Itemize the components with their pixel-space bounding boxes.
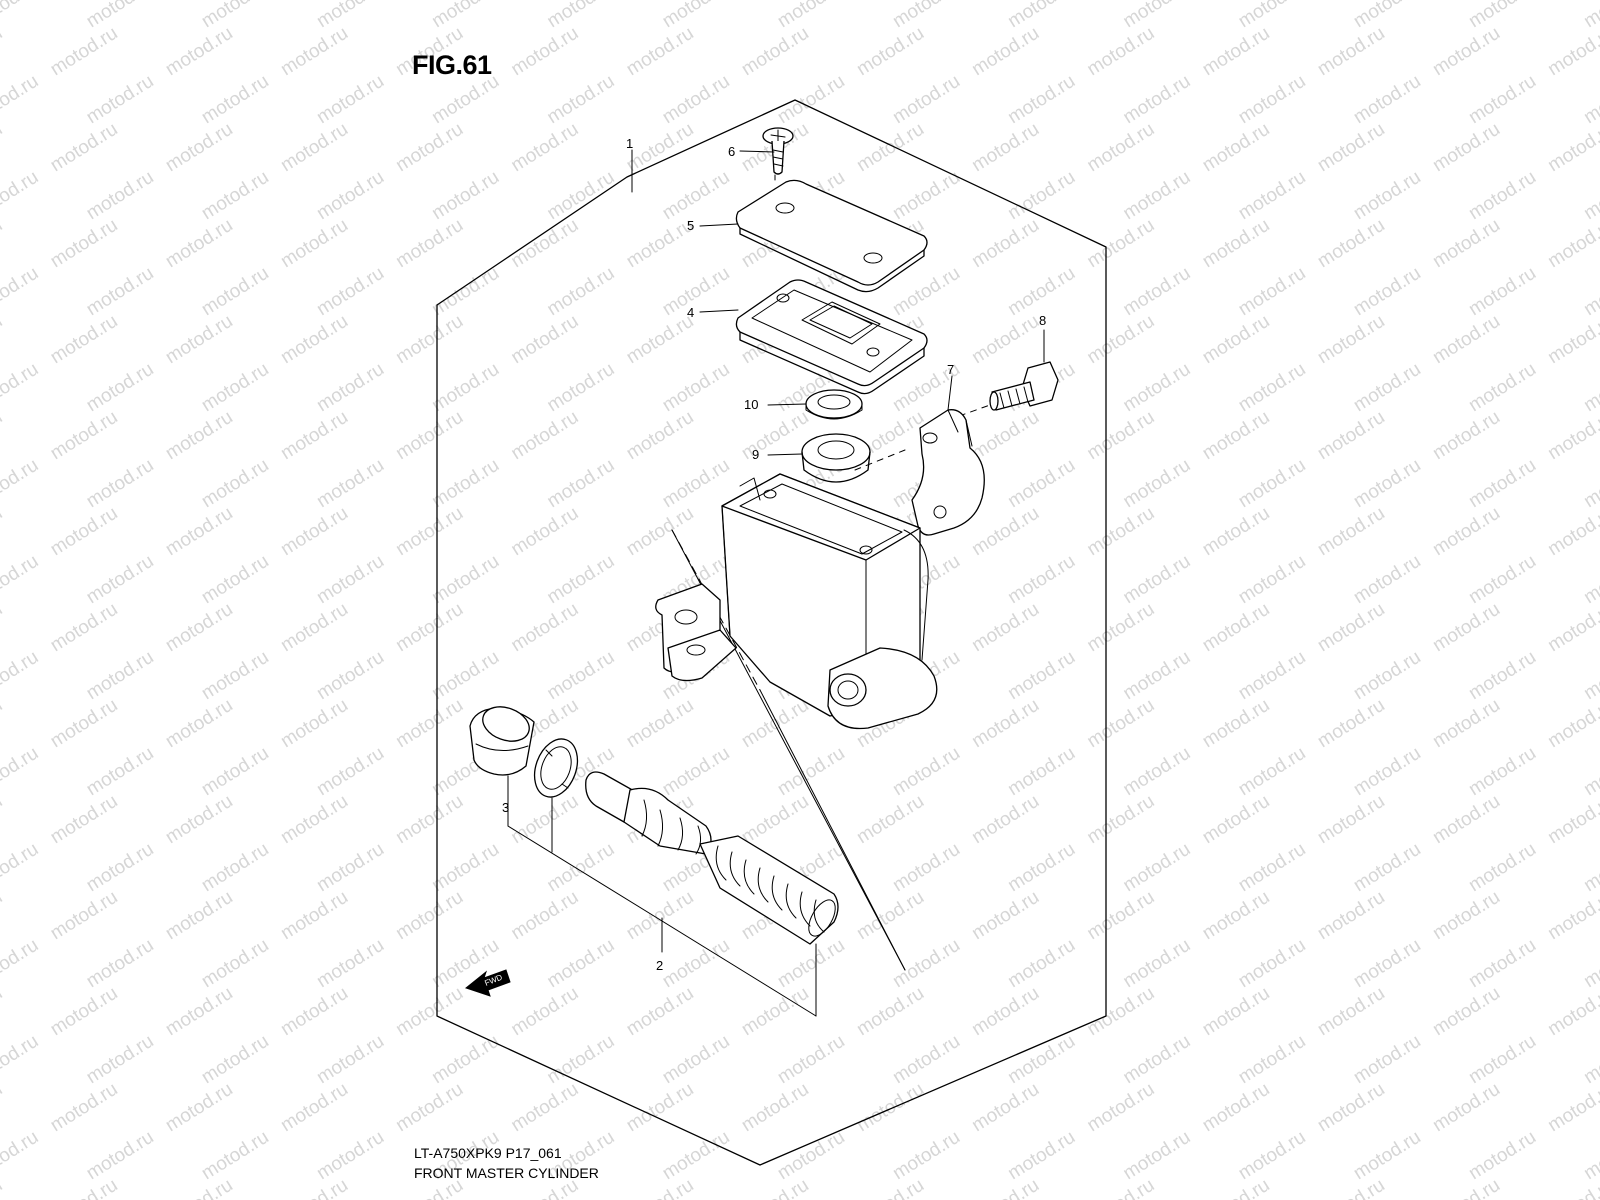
- model-code: LT-A750XPK9 P17_061: [414, 1145, 562, 1161]
- callout-9: 9: [752, 447, 759, 462]
- callout-10: 10: [744, 397, 758, 412]
- part-bolt[interactable]: [989, 361, 1059, 411]
- callout-3: 3: [502, 800, 509, 815]
- part-master-cylinder-body: [655, 473, 938, 730]
- part-circlip[interactable]: [527, 733, 585, 803]
- part-piston-boot[interactable]: [469, 701, 535, 776]
- callout-1: 1: [626, 136, 633, 151]
- part-diaphragm[interactable]: [735, 279, 928, 395]
- part-seal-boot[interactable]: [801, 433, 871, 483]
- callout-8: 8: [1039, 313, 1046, 328]
- part-washer[interactable]: [805, 389, 863, 420]
- assembly-frame: [436, 99, 1107, 1166]
- figure-caption: FRONT MASTER CYLINDER: [414, 1165, 599, 1181]
- callout-4: 4: [687, 305, 694, 320]
- forward-arrow-icon: [464, 969, 511, 997]
- callout-leaders: [507, 149, 1045, 1017]
- part-screw[interactable]: [762, 127, 794, 175]
- callout-6: 6: [728, 144, 735, 159]
- callout-5: 5: [687, 218, 694, 233]
- callout-2: 2: [656, 958, 663, 973]
- callout-labels: 1 6 5 4 8 7 10 9 3 2: [502, 136, 1046, 973]
- part-piston-spring-assembly[interactable]: [585, 771, 841, 945]
- figure-title: FIG.61: [412, 50, 492, 80]
- part-reservoir-cap[interactable]: [735, 179, 928, 293]
- fwd-direction-marker: FWD: [464, 969, 511, 997]
- callout-7: 7: [947, 362, 954, 377]
- part-holder-clamp[interactable]: [911, 409, 985, 536]
